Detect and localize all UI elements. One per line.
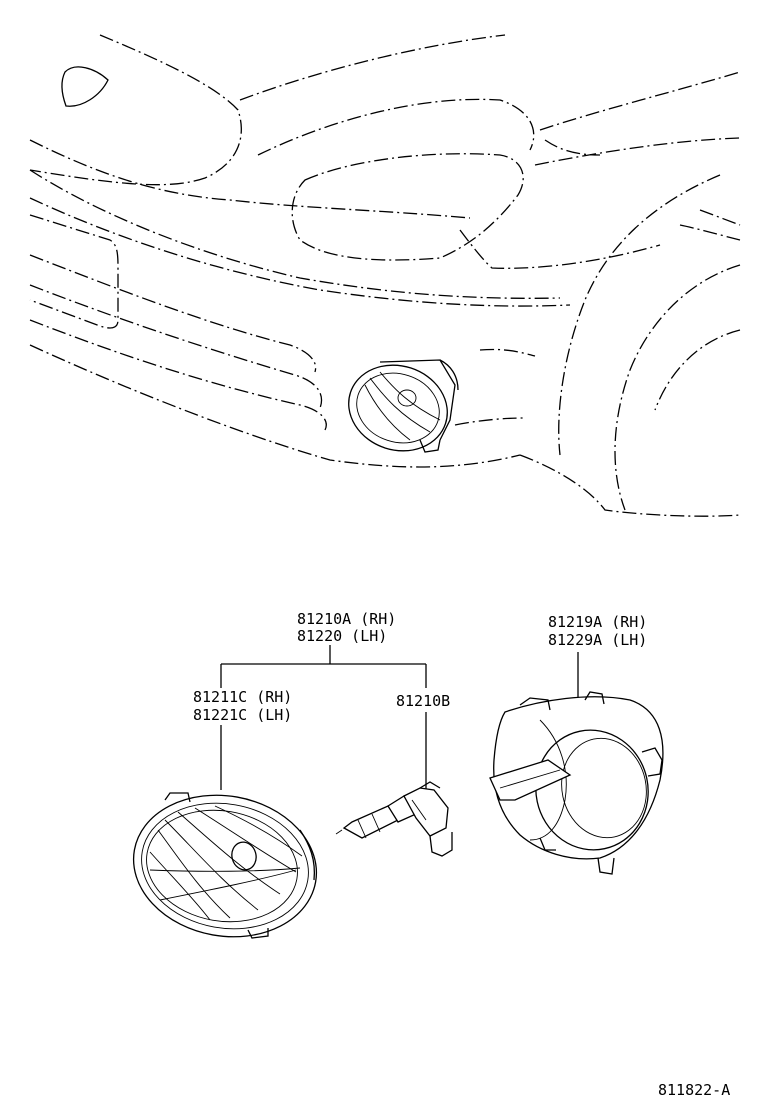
label-cover-lh: 81229A (LH) <box>548 631 647 649</box>
fog-lamp-cover <box>489 691 664 875</box>
part-labels: 81210A (RH) 81220 (LH) 81211C (RH) 81221… <box>193 610 730 1099</box>
bulb <box>335 781 453 857</box>
label-lamp-assy-lh: 81220 (LH) <box>297 627 387 645</box>
fog-lamp-lens <box>132 792 318 939</box>
label-cover-rh: 81219A (RH) <box>548 613 647 631</box>
car-front-outline <box>29 34 741 517</box>
installed-fog-lamp <box>348 359 459 453</box>
label-lamp-assy-rh: 81210A (RH) <box>297 610 396 628</box>
label-lens-lh: 81221C (LH) <box>193 706 292 724</box>
label-bulb: 81210B <box>396 692 450 710</box>
figure-code: 811822-A <box>658 1081 730 1099</box>
emblem-icon <box>61 66 109 107</box>
label-lens-rh: 81211C (RH) <box>193 688 292 706</box>
